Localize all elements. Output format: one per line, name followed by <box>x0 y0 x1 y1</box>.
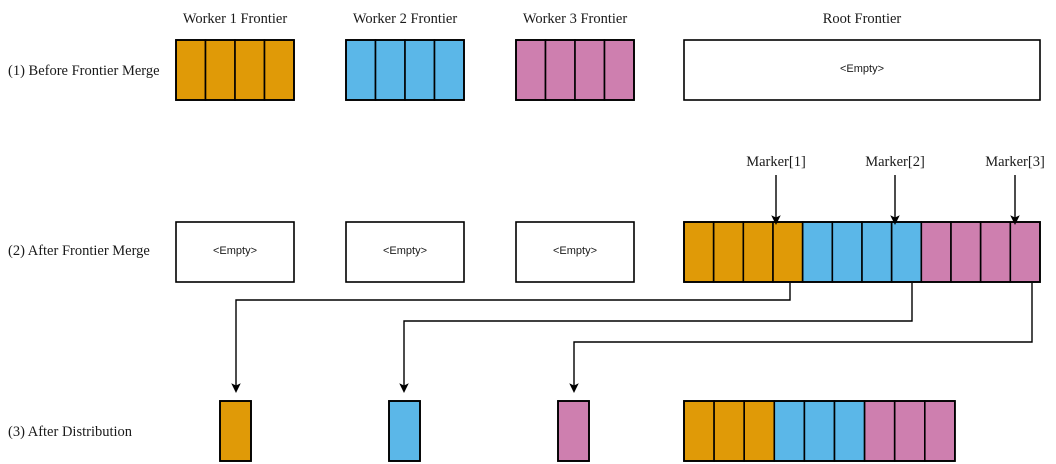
root-frontier-merged-bar-cell-7 <box>861 221 893 283</box>
root-frontier-remaining-bar-cell-6 <box>833 400 866 462</box>
worker-3-frontier-bar <box>515 39 635 101</box>
worker-1-frontier-bar-cell-3 <box>234 39 266 101</box>
worker-1-frontier-bar-cell-1 <box>175 39 207 101</box>
distribution-connector-3 <box>569 283 1033 394</box>
worker-2-frontier-bar <box>345 39 465 101</box>
row-label-1: (1) Before Frontier Merge <box>8 63 160 79</box>
root-frontier-remaining-bar-cell-3 <box>743 400 776 462</box>
column-title-2: Worker 2 Frontier <box>352 11 458 27</box>
worker-3-empty-box <box>515 221 635 283</box>
root-frontier-merged-bar-cell-10 <box>950 221 982 283</box>
worker-3-frontier-bar-cell-3 <box>574 39 606 101</box>
worker-3-distributed-bar <box>557 400 590 462</box>
root-frontier-remaining-bar-cell-7 <box>863 400 896 462</box>
worker-2-frontier-bar-cell-1 <box>345 39 377 101</box>
root-frontier-merged-bar-cell-11 <box>979 221 1012 283</box>
column-title-1: Worker 1 Frontier <box>182 11 288 27</box>
worker-1-distributed-bar-cell-1 <box>219 400 252 462</box>
root-frontier-merged-bar-cell-1 <box>683 221 715 283</box>
worker-3-frontier-bar-cell-4 <box>603 39 635 101</box>
root-frontier-remaining-bar-cell-5 <box>803 400 836 462</box>
root-frontier-merged-bar-outline <box>683 221 1041 283</box>
bars-group <box>175 39 1041 462</box>
worker-2-distributed-bar <box>388 400 421 462</box>
worker-1-distributed-bar <box>219 400 252 462</box>
root-frontier-remaining-bar <box>683 400 956 462</box>
root-frontier-merged-bar-cell-12 <box>1009 221 1041 283</box>
root-frontier-empty-box <box>683 39 1041 101</box>
root-frontier-merged-bar-cell-5 <box>801 221 834 283</box>
marker-3-label: Marker[3] <box>985 154 1045 170</box>
row-label-3: (3) After Distribution <box>8 424 133 440</box>
root-frontier-merged-bar-cell-9 <box>920 221 952 283</box>
column-title-4: Root Frontier <box>822 11 902 27</box>
markers-group <box>771 175 1020 226</box>
worker-3-empty-box-label: <Empty> <box>552 245 598 257</box>
worker-2-empty-box-rect <box>345 221 465 283</box>
worker-2-distributed-bar-outline <box>388 400 421 462</box>
worker-3-distributed-bar-outline <box>557 400 590 462</box>
worker-1-empty-box-rect <box>175 221 295 283</box>
root-frontier-empty-box-label: <Empty> <box>839 63 885 75</box>
worker-3-distributed-bar-cell-1 <box>557 400 590 462</box>
worker-2-frontier-bar-cell-3 <box>404 39 436 101</box>
worker-1-empty-box-label: <Empty> <box>212 245 258 257</box>
root-frontier-remaining-bar-cell-1 <box>683 400 715 462</box>
worker-1-empty-box <box>175 221 295 283</box>
root-frontier-remaining-bar-cell-4 <box>773 400 806 462</box>
root-frontier-merged-bar <box>683 221 1041 283</box>
connectors-group <box>231 283 1033 394</box>
worker-1-frontier-bar <box>175 39 295 101</box>
worker-2-empty-box <box>345 221 465 283</box>
column-title-3: Worker 3 Frontier <box>522 11 628 27</box>
worker-1-frontier-bar-cell-2 <box>204 39 236 101</box>
worker-3-empty-box-rect <box>515 221 635 283</box>
worker-1-frontier-bar-outline <box>175 39 295 101</box>
root-frontier-remaining-bar-outline <box>683 400 956 462</box>
worker-3-frontier-bar-cell-2 <box>544 39 576 101</box>
root-frontier-remaining-bar-cell-8 <box>893 400 926 462</box>
root-frontier-empty-box-rect <box>683 39 1041 101</box>
root-frontier-merged-bar-cell-2 <box>712 221 745 283</box>
marker-2-label: Marker[2] <box>865 154 925 170</box>
worker-1-distributed-bar-outline <box>219 400 252 462</box>
root-frontier-merged-bar-cell-6 <box>831 221 863 283</box>
root-frontier-remaining-bar-cell-9 <box>923 400 956 462</box>
root-frontier-merged-bar-cell-8 <box>890 221 923 283</box>
worker-3-frontier-bar-cell-1 <box>515 39 547 101</box>
worker-2-frontier-bar-cell-4 <box>433 39 465 101</box>
worker-2-frontier-bar-outline <box>345 39 465 101</box>
root-frontier-merged-bar-cell-4 <box>772 221 804 283</box>
worker-2-frontier-bar-cell-2 <box>374 39 406 101</box>
row-label-2: (2) After Frontier Merge <box>8 243 150 259</box>
worker-2-distributed-bar-cell-1 <box>388 400 421 462</box>
worker-2-empty-box-label: <Empty> <box>382 245 428 257</box>
worker-1-frontier-bar-cell-4 <box>263 39 295 101</box>
root-frontier-merged-bar-cell-3 <box>742 221 774 283</box>
worker-3-frontier-bar-outline <box>515 39 635 101</box>
distribution-connector-1 <box>231 283 791 394</box>
root-frontier-remaining-bar-cell-2 <box>713 400 745 462</box>
marker-1-label: Marker[1] <box>746 154 806 170</box>
distribution-connector-2 <box>399 283 913 394</box>
